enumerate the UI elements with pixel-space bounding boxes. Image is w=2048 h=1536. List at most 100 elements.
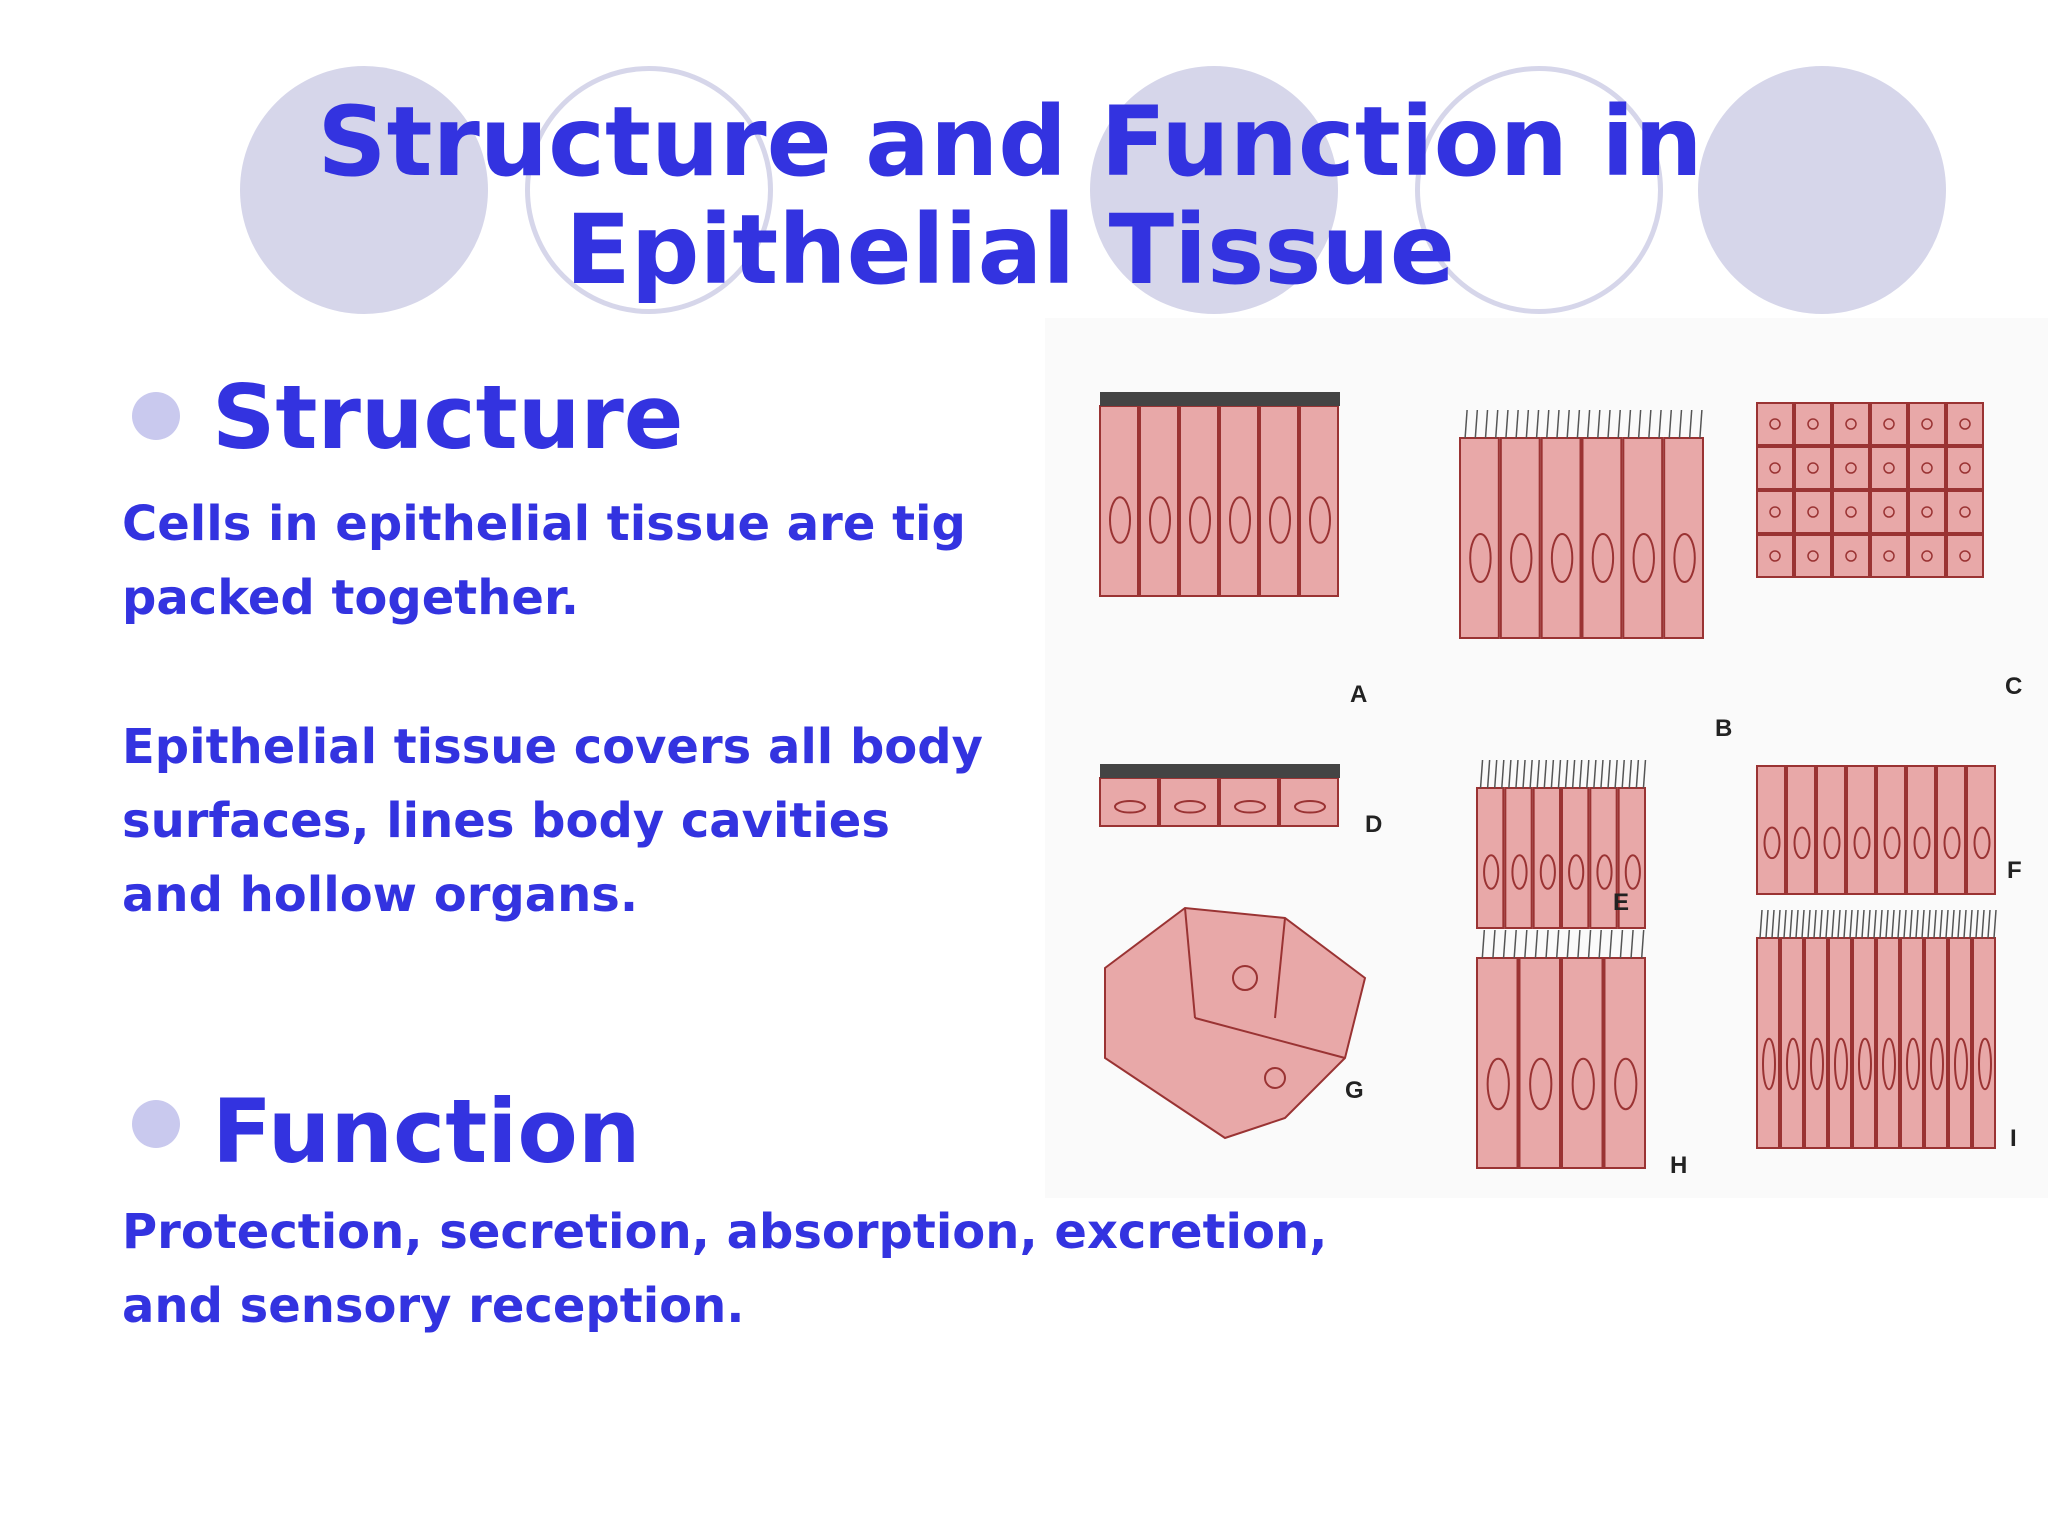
panel-f-cell [1786, 765, 1816, 895]
panel-f-cell [1816, 765, 1846, 895]
panel-i-cilium [1951, 909, 1955, 939]
panel-b-cilium [1699, 409, 1703, 439]
panel-i-cilium [1891, 909, 1895, 939]
panel-c-cell [1908, 402, 1946, 446]
panel-f-cell [1846, 765, 1876, 895]
panel-label-b: B [1715, 715, 1732, 742]
panel-h-cilium [1609, 929, 1613, 959]
panel-d-nucleus [1174, 800, 1206, 814]
panel-h-nucleus [1614, 1057, 1638, 1111]
panel-h-cell [1476, 957, 1519, 1169]
panel-b-cilium [1678, 409, 1683, 439]
panel-c-nucleus [1921, 506, 1933, 518]
panel-c-cell [1946, 490, 1984, 534]
panel-c-nucleus [1807, 418, 1819, 430]
panel-i-cilium [1963, 909, 1967, 939]
function-text-line-2: and sensory reception. [122, 1278, 745, 1334]
panel-f-nucleus [1793, 826, 1811, 860]
panel-c-cell [1794, 402, 1832, 446]
panel-c-cell [1794, 446, 1832, 490]
panel-i-cell [1828, 937, 1852, 1149]
panel-i-cell [1804, 937, 1828, 1149]
panel-a-nucleus [1229, 496, 1251, 544]
panel-i-cell [1852, 937, 1876, 1149]
structure-text-line-3: Epithelial tissue covers all body [122, 719, 983, 775]
panel-c-cell [1756, 534, 1794, 578]
panel-h-nucleus [1486, 1057, 1510, 1111]
panel-e-cell [1504, 787, 1533, 929]
panel-b-cell [1663, 437, 1705, 639]
structure-text-line-5: and hollow organs. [122, 867, 639, 923]
panel-i-cilium [1981, 909, 1985, 939]
panel-b-cilium [1617, 409, 1621, 439]
panel-c-cell [1870, 446, 1908, 490]
panel-b-nucleus [1673, 533, 1696, 583]
panel-c-nucleus [1883, 462, 1895, 474]
panel-a-nucleus [1149, 496, 1171, 544]
panel-h-cilium [1619, 929, 1624, 959]
panel-a-nucleus [1109, 496, 1131, 544]
panel-i-cell [1924, 937, 1948, 1149]
panel-c-cell [1756, 446, 1794, 490]
panel-i-cilium [1945, 909, 1949, 939]
panel-b-cilium [1494, 409, 1499, 439]
panel-b-cilium [1474, 409, 1479, 439]
panel-i-nucleus [1906, 1037, 1920, 1091]
panel-e-cilium [1614, 759, 1618, 789]
panel-f-nucleus [1943, 826, 1961, 860]
panel-e-cilium [1578, 759, 1583, 789]
panel-i-cilium [1765, 909, 1769, 939]
panel-f-cell [1876, 765, 1906, 895]
panel-label-c: C [2005, 673, 2022, 700]
panel-i-cilium [1975, 909, 1979, 939]
panel-i-nucleus [1858, 1037, 1872, 1091]
panel-i-cilium [1987, 909, 1991, 939]
panel-i-cilium [1843, 909, 1847, 939]
panel-i-cilium [1867, 909, 1871, 939]
panel-b-cilium [1556, 409, 1560, 439]
panel-c-nucleus [1807, 506, 1819, 518]
panel-b-cilium [1597, 409, 1601, 439]
panel-label-g: G [1345, 1077, 1364, 1104]
structure-heading: Structure [212, 366, 684, 469]
panel-c-nucleus [1845, 506, 1857, 518]
panel-i-cilium [1831, 909, 1835, 939]
panel-b-nucleus [1469, 533, 1492, 583]
panel-c-nucleus [1769, 462, 1781, 474]
panel-i-nucleus [1762, 1037, 1776, 1091]
panel-i-cilium [1813, 909, 1817, 939]
panel-b-nucleus [1550, 533, 1574, 583]
panel-b-cilium [1668, 409, 1673, 439]
panel-i-nucleus [1978, 1037, 1992, 1091]
panel-f-cell [1936, 765, 1966, 895]
panel-b-cell [1499, 437, 1541, 639]
panel-c-cell [1756, 490, 1794, 534]
panel-f-nucleus [1913, 826, 1931, 860]
panel-i-cilium [1915, 909, 1919, 939]
panel-e-cell [1589, 787, 1618, 929]
panel-label-d: D [1365, 811, 1382, 838]
panel-c-cell [1908, 446, 1946, 490]
panel-e-cilium [1508, 759, 1512, 789]
slide-title: Structure and Function in Epithelial Tis… [317, 86, 1703, 306]
panel-c-nucleus [1883, 418, 1895, 430]
panel-g-nucleus [1264, 1067, 1286, 1089]
panel-i-nucleus [1834, 1037, 1848, 1091]
panel-c-nucleus [1807, 550, 1819, 562]
panel-i-cilium [1759, 909, 1763, 939]
panel-i-cell [1756, 937, 1780, 1149]
panel-f-nucleus [1823, 826, 1841, 860]
panel-c-nucleus [1921, 418, 1933, 430]
panel-label-a: A [1350, 681, 1367, 708]
panel-label-f: F [2007, 857, 2022, 884]
panel-f-nucleus [1853, 826, 1871, 860]
panel-c-cell [1908, 490, 1946, 534]
panel-c-nucleus [1845, 462, 1857, 474]
panel-c-cell [1832, 402, 1870, 446]
panel-i-cilium [1879, 909, 1883, 939]
panel-d-border [1100, 764, 1340, 778]
structure-bullet [132, 392, 180, 440]
panel-i-cilium [1789, 909, 1793, 939]
panel-i-cilium [1855, 909, 1859, 939]
panel-b-cilium [1648, 409, 1652, 439]
